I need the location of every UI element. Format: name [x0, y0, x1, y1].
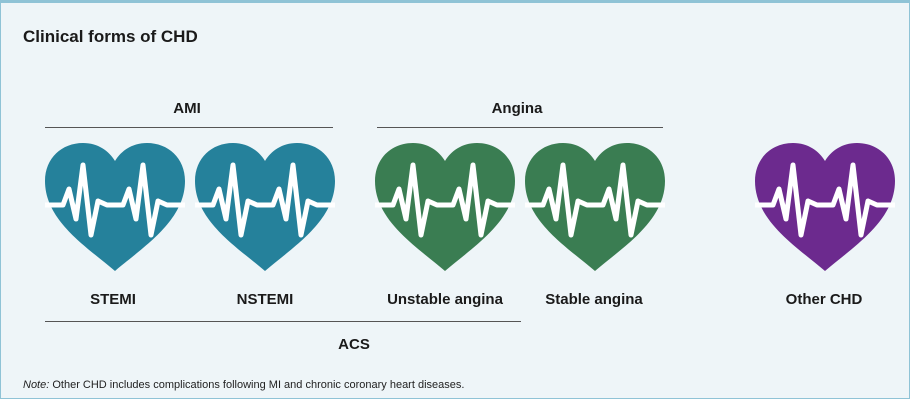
heartbeat-heart-icon [525, 143, 665, 271]
heart-label-stable-angina: Stable angina [545, 291, 643, 308]
heart-icon-other-chd [755, 143, 895, 273]
heart-label-nstemi: NSTEMI [236, 291, 294, 308]
angina-bracket-line [377, 127, 663, 128]
heart-icon-stemi [45, 143, 185, 273]
heart-label-unstable-angina: Unstable angina [387, 291, 503, 308]
group-label-ami: AMI [173, 100, 201, 117]
acs-bracket-line [45, 321, 521, 322]
group-label-acs: ACS [338, 336, 370, 353]
figure-title: Clinical forms of CHD [23, 27, 198, 46]
heart-icon-nstemi [195, 143, 335, 273]
heart-icon-stable-angina [525, 143, 665, 273]
ami-bracket-line [45, 127, 333, 128]
footnote-text: Other CHD includes complications followi… [49, 379, 465, 391]
footnote-prefix: Note: [23, 379, 50, 391]
heart-label-stemi: STEMI [90, 291, 136, 308]
heartbeat-heart-icon [375, 143, 515, 271]
footnote: Note: Other CHD includes complications f… [23, 379, 464, 391]
heart-icon-unstable-angina [375, 143, 515, 273]
heartbeat-heart-icon [45, 143, 185, 271]
heartbeat-heart-icon [195, 143, 335, 271]
heart-label-other-chd: Other CHD [785, 291, 863, 308]
group-label-angina: Angina [491, 100, 543, 117]
heartbeat-heart-icon [755, 143, 895, 271]
